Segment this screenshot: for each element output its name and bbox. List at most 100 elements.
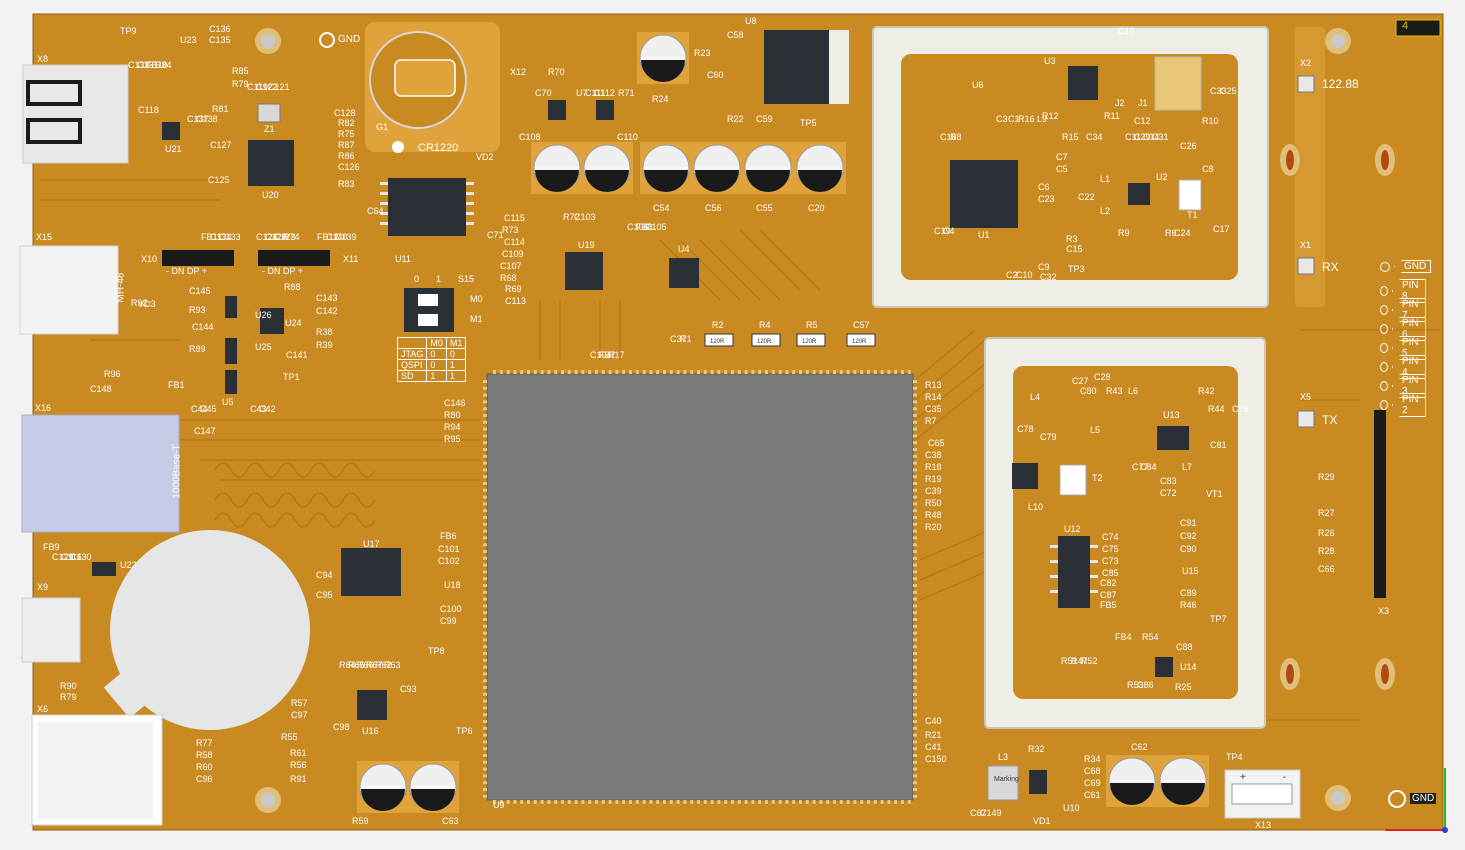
- designator-label: R89: [189, 344, 206, 354]
- switch-col-1: 1: [436, 274, 442, 284]
- designator-label: R39: [316, 340, 333, 350]
- designator-label: C81: [1210, 440, 1227, 450]
- designator-label: U3: [1044, 56, 1056, 66]
- designator-label: C84: [1140, 462, 1157, 472]
- designator-label: C74: [1102, 532, 1119, 542]
- designator-label: R51: [1061, 656, 1078, 666]
- designator-label: C2: [1006, 270, 1018, 280]
- designator-label: TP8: [428, 646, 445, 656]
- designator-label: T2: [1092, 473, 1103, 483]
- designator-label: T1: [1187, 210, 1198, 220]
- designator-label: R28: [1318, 546, 1335, 556]
- designator-label: R46: [1180, 600, 1197, 610]
- mode-table-cell: 1: [445, 359, 467, 371]
- designator-label: R62: [375, 660, 392, 670]
- designator-label: C113: [505, 296, 526, 306]
- designator-label: R79: [60, 692, 77, 702]
- pin-pad-icon: [1380, 400, 1388, 410]
- designator-label: R27: [1318, 508, 1335, 518]
- designator-label: C134: [210, 232, 232, 242]
- designator-label: R20: [925, 522, 942, 532]
- designator-label: R93: [189, 305, 206, 315]
- designator-label: C106: [627, 222, 649, 232]
- designator-label: C136: [209, 24, 231, 34]
- pin-label: PIN 8: [1380, 279, 1426, 303]
- designator-label: R84: [155, 60, 172, 70]
- designator-label: C123: [274, 232, 296, 242]
- designator-label: C104: [590, 350, 612, 360]
- designator-label: L4: [1030, 392, 1040, 402]
- mode-table-cell: QSPI: [396, 359, 428, 371]
- designator-label: C25: [1220, 86, 1237, 96]
- pin-pad-icon: [1380, 261, 1390, 272]
- designator-label: R88: [284, 282, 301, 292]
- designator-label: R95: [444, 434, 461, 444]
- designator-label: C140: [326, 232, 348, 242]
- designator-label: VD2: [476, 152, 494, 162]
- designator-label: C125: [208, 175, 230, 185]
- designator-label: U6: [972, 80, 984, 90]
- designator-label: C22: [1078, 192, 1095, 202]
- designator-label: U15: [1182, 566, 1199, 576]
- designator-label: C6: [1038, 182, 1050, 192]
- mode-table-cell: 1: [426, 370, 447, 382]
- designator-label: U26: [255, 310, 272, 320]
- designator-label: C121: [268, 82, 290, 92]
- usb-c-connector: [21, 597, 81, 663]
- designator-label: C56: [705, 203, 722, 213]
- designator-label: TP3: [1068, 264, 1085, 274]
- designator-label: C92: [1180, 531, 1197, 541]
- pin-label: PIN 5: [1380, 336, 1426, 360]
- designator-label: C148: [90, 384, 112, 394]
- designator-label: R8: [950, 132, 962, 142]
- resistor-row: [704, 333, 876, 347]
- designator-label: R57: [291, 698, 308, 708]
- designator-label: C132: [128, 60, 150, 70]
- designator-label: C96: [196, 774, 213, 784]
- designator-label: U10: [1063, 803, 1080, 813]
- designator-label: C115: [504, 213, 525, 223]
- designator-label: TP7: [1210, 614, 1227, 624]
- designator-label: C119: [247, 82, 268, 92]
- designator-label: U25: [255, 342, 272, 352]
- designator-label: R15: [1062, 132, 1079, 142]
- designator-label: R77: [196, 738, 213, 748]
- designator-label: C133: [219, 232, 241, 242]
- designator-label: FB7: [599, 350, 616, 360]
- designator-label: C38: [925, 450, 942, 460]
- pin-pad-icon: [1380, 286, 1388, 296]
- mode-table-cell: JTAG: [396, 348, 428, 360]
- designator-label: U2: [1156, 172, 1168, 182]
- designator-label: TP4: [1226, 752, 1243, 762]
- designator-label: C42: [259, 404, 276, 414]
- designator-label: R53: [1127, 680, 1144, 690]
- designator-label: R11: [1104, 111, 1120, 121]
- designator-label: C63: [442, 816, 459, 826]
- designator-label: L5: [1090, 425, 1100, 435]
- pin-label-text: PIN 4: [1391, 355, 1426, 379]
- pin-label: PIN 2: [1380, 393, 1426, 417]
- designator-label: R73: [502, 225, 519, 235]
- designator-label: C14: [1143, 132, 1160, 142]
- designator-label: TP1: [283, 372, 300, 382]
- designator-label: C114: [504, 237, 525, 247]
- pin-pad-icon: [1380, 381, 1388, 391]
- designator-label: R60: [196, 762, 213, 772]
- designator-label: R50: [925, 498, 942, 508]
- pin-pad-icon: [1380, 324, 1388, 334]
- pin-label-text: GND: [1394, 260, 1432, 273]
- designator-label: C18: [940, 132, 957, 142]
- designator-label: C95: [316, 590, 333, 600]
- mode-table-cell: 0: [426, 359, 447, 371]
- designator-label: C41: [925, 742, 942, 752]
- designator-label: C32: [1040, 272, 1057, 282]
- designator-label: U7: [576, 88, 588, 98]
- designator-label: R83: [338, 179, 355, 189]
- designator-label: U17: [363, 539, 380, 549]
- mode-table-cell: SD: [396, 370, 428, 382]
- pin-pad-icon: [1380, 343, 1388, 353]
- designator-label: C9: [1038, 262, 1050, 272]
- designator-label: C65: [928, 438, 945, 448]
- designator-label: U14: [1180, 662, 1197, 672]
